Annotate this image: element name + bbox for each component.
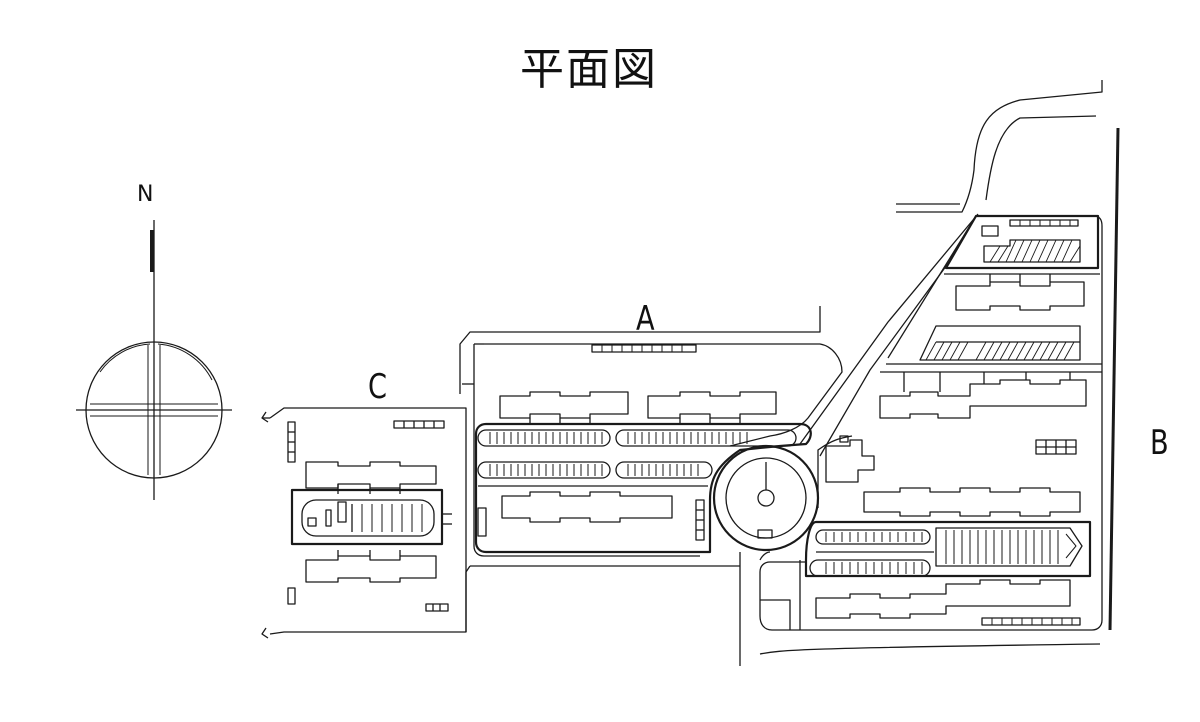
block-a: [459, 306, 843, 632]
north-label: N: [137, 182, 154, 207]
north-compass: [76, 220, 232, 500]
roundabout: [712, 213, 979, 666]
zone-b-label: B: [1150, 423, 1169, 463]
block-b: [759, 80, 1120, 655]
zone-a-label: A: [636, 299, 655, 339]
block-c: [261, 407, 467, 639]
drawing-title: 平面図: [520, 44, 658, 95]
zone-c-label: C: [368, 367, 387, 407]
